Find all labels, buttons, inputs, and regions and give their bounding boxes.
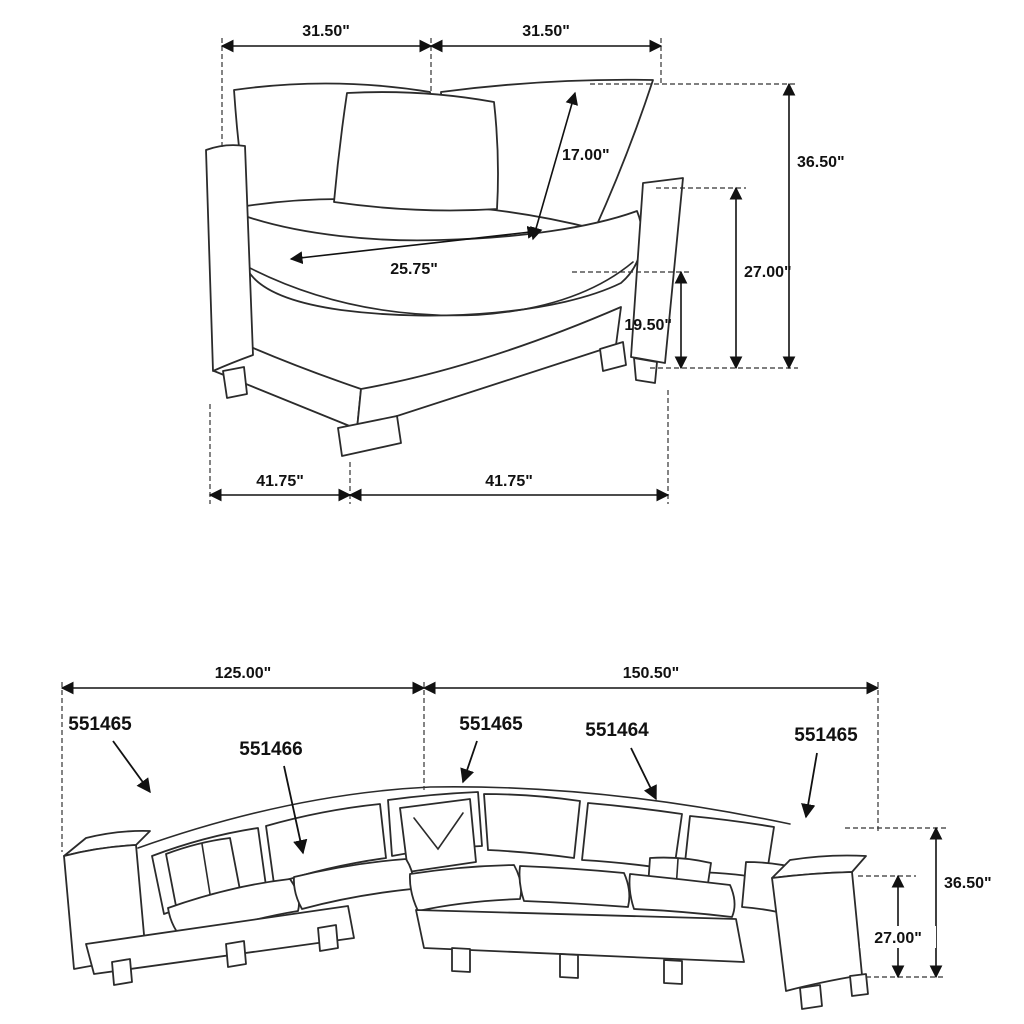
sku-label: 551465 xyxy=(459,714,523,735)
corner-pillow-crease xyxy=(413,812,464,851)
foot xyxy=(849,973,869,997)
right-arm xyxy=(771,871,863,992)
sku-label: 551465 xyxy=(794,725,858,746)
base-right-face xyxy=(356,306,622,430)
pillow-crease xyxy=(201,843,211,895)
dim-label-back-cushion: 17.00" xyxy=(562,147,610,164)
dim-back-cushion: 17.00" xyxy=(530,91,610,241)
corner-pillow xyxy=(399,798,477,873)
left-arm-foot xyxy=(222,366,248,399)
sku-callout-1: 551465 xyxy=(68,714,151,794)
seat-cushion xyxy=(518,865,631,908)
dim-base-depth-left: 41.75" xyxy=(208,404,352,504)
sku-label: 551464 xyxy=(585,720,649,741)
foot xyxy=(111,958,133,986)
dim-label-seat-depth: 25.75" xyxy=(390,261,438,278)
foot xyxy=(799,984,823,1010)
dim-seat-height: 19.50" xyxy=(572,270,692,370)
back-rail-outline xyxy=(137,786,791,849)
dim-label-top-width-right: 31.50" xyxy=(522,23,570,40)
sku-callout-3: 551465 xyxy=(459,714,523,784)
dim-base-depth-right: 41.75" xyxy=(348,390,670,504)
seat-cushion xyxy=(237,210,644,317)
foot xyxy=(225,940,247,968)
front-foot xyxy=(337,415,402,457)
leader-arrow xyxy=(112,740,151,794)
sku-label: 551466 xyxy=(239,739,302,760)
seat-cushion xyxy=(628,873,736,918)
dim-sectional-width-left: 125.00" xyxy=(60,665,426,852)
corner-chair-drawing xyxy=(205,78,684,457)
dim-sectional-arm-height: 27.00" xyxy=(858,874,936,979)
dim-seat-depth: 25.75" xyxy=(289,225,541,278)
dim-label-arm-height: 27.00" xyxy=(744,264,792,281)
right-arm-foot xyxy=(633,357,658,384)
sku-callout-2: 551466 xyxy=(239,739,308,855)
sectional-drawing xyxy=(63,786,869,1010)
dim-overall-height: 36.50" xyxy=(590,82,845,370)
right-arm-panel xyxy=(630,177,684,364)
foot xyxy=(559,953,579,979)
dim-label-top-width-left: 31.50" xyxy=(302,23,350,40)
right-skirt xyxy=(415,909,745,963)
sku-callout-5: 551465 xyxy=(794,725,858,819)
dim-arm-height: 27.00" xyxy=(656,186,792,370)
seat-cushion xyxy=(409,864,523,912)
foot xyxy=(663,959,683,985)
dim-label-sectional-width-left: 125.00" xyxy=(215,665,272,682)
foot xyxy=(451,947,471,973)
left-skirt xyxy=(85,905,355,975)
right-foot xyxy=(599,341,627,372)
leader-arrow xyxy=(283,765,308,855)
foot xyxy=(317,924,339,952)
dim-label-sectional-overall-height: 36.50" xyxy=(944,875,992,892)
sku-callout-4: 551464 xyxy=(585,720,657,801)
dim-label-base-depth-left: 41.75" xyxy=(256,473,304,490)
leader-arrow xyxy=(630,747,657,801)
dim-label-base-depth-right: 41.75" xyxy=(485,473,533,490)
dim-label-sectional-arm-height: 27.00" xyxy=(874,930,922,947)
dim-top-width-right: 31.50" xyxy=(429,23,663,84)
dim-label-sectional-width-right: 150.50" xyxy=(623,665,680,682)
leader-arrow xyxy=(460,740,478,784)
dim-sectional-width-right: 150.50" xyxy=(422,665,880,834)
dim-label-overall-height: 36.50" xyxy=(797,154,845,171)
dim-top-width-left: 31.50" xyxy=(220,23,433,150)
leader-arrow xyxy=(801,752,818,819)
label-bg xyxy=(860,926,936,948)
throw-pillow xyxy=(333,91,499,212)
left-arm xyxy=(205,144,254,372)
sku-label: 551465 xyxy=(68,714,132,735)
seat-front-roll xyxy=(245,261,634,317)
dim-label-seat-height: 19.50" xyxy=(624,317,672,334)
dim-sectional-overall-height: 36.50" xyxy=(845,826,992,979)
back-cushion xyxy=(483,793,581,859)
